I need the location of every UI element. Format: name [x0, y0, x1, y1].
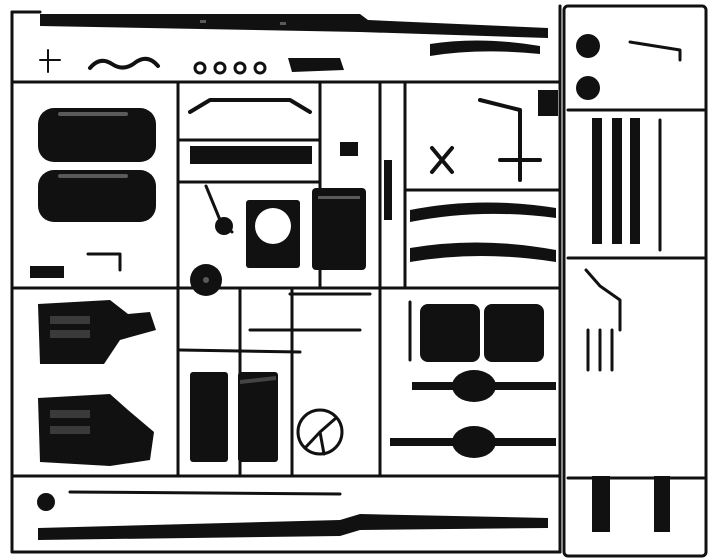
crossmember-part [188, 98, 312, 164]
tie-rods [68, 292, 412, 496]
chassis-rail-top [40, 14, 548, 38]
rear-axle-lower [390, 426, 556, 458]
right-sprue-lamps [576, 34, 600, 100]
rear-axle-upper [412, 370, 556, 402]
steering-wheel [296, 408, 344, 456]
right-sprue-frame-pieces [592, 40, 682, 252]
chassis-rail-bottom [38, 514, 548, 540]
top-small-parts [39, 40, 540, 75]
seat-bench [420, 304, 544, 362]
fuel-tank-lower [38, 170, 156, 222]
engine-block-upper [38, 300, 156, 364]
leaf-spring-upper [410, 202, 556, 222]
floor-panel-right [238, 372, 278, 462]
leaf-spring-lower [410, 242, 556, 262]
small-brackets [340, 90, 558, 220]
battery-box [312, 188, 366, 270]
floor-panel-left [190, 372, 228, 462]
sprue-frame [10, 4, 708, 558]
steering-part [190, 184, 234, 296]
right-sprue-brackets [584, 268, 670, 532]
engine-block-lower [38, 394, 154, 466]
x-bracket-part [430, 98, 542, 182]
radiator-shell [246, 200, 300, 268]
fuel-tank-upper [38, 108, 156, 162]
left-edge-parts [30, 252, 122, 511]
